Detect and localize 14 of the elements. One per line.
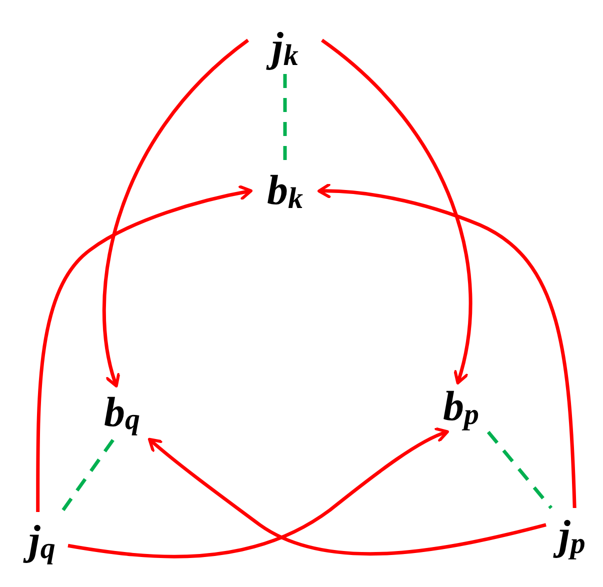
variable-label: b$_{p}$ [432, 382, 490, 432]
arrow [102, 38, 250, 388]
arrow [320, 38, 472, 384]
dashed-line [486, 430, 553, 510]
variable-label: b$_{k}$ [250, 165, 320, 217]
variable-label: j$_{k}$ [248, 22, 322, 74]
dashed-line [60, 438, 114, 514]
arrow [68, 428, 449, 558]
variable-label: j$_{p}$ [546, 508, 598, 564]
arrow [318, 183, 576, 508]
variable-label: j$_{q}$ [16, 512, 68, 570]
arrow [148, 438, 546, 556]
arrow [36, 185, 252, 512]
variable-label: b$_{q}$ [92, 385, 152, 440]
